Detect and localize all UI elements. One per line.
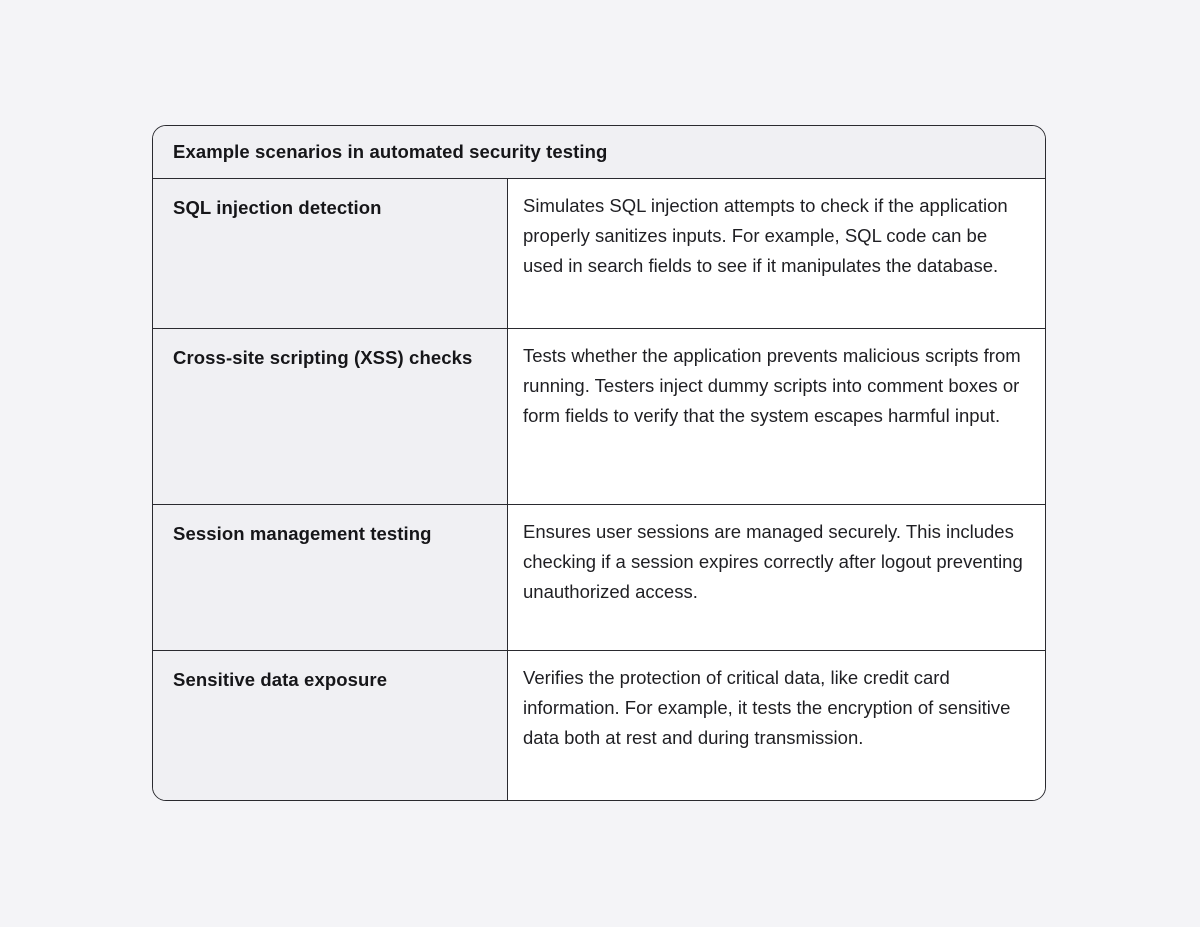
security-testing-table: Example scenarios in automated security …	[152, 125, 1046, 801]
table-row: Cross-site scripting (XSS) checks Tests …	[153, 328, 1045, 504]
row-description-xss-checks: Tests whether the application prevents m…	[508, 329, 1045, 504]
row-description-sql-injection: Simulates SQL injection attempts to chec…	[508, 179, 1045, 328]
row-description-sensitive-data: Verifies the protection of critical data…	[508, 651, 1045, 800]
table-title: Example scenarios in automated security …	[153, 126, 1045, 179]
table-row: SQL injection detection Simulates SQL in…	[153, 179, 1045, 328]
table-row: Session management testing Ensures user …	[153, 504, 1045, 650]
row-label-session-management: Session management testing	[153, 505, 508, 650]
table-row: Sensitive data exposure Verifies the pro…	[153, 650, 1045, 800]
row-description-session-management: Ensures user sessions are managed secure…	[508, 505, 1045, 650]
row-label-sensitive-data: Sensitive data exposure	[153, 651, 508, 800]
row-label-sql-injection: SQL injection detection	[153, 179, 508, 328]
row-label-xss-checks: Cross-site scripting (XSS) checks	[153, 329, 508, 504]
